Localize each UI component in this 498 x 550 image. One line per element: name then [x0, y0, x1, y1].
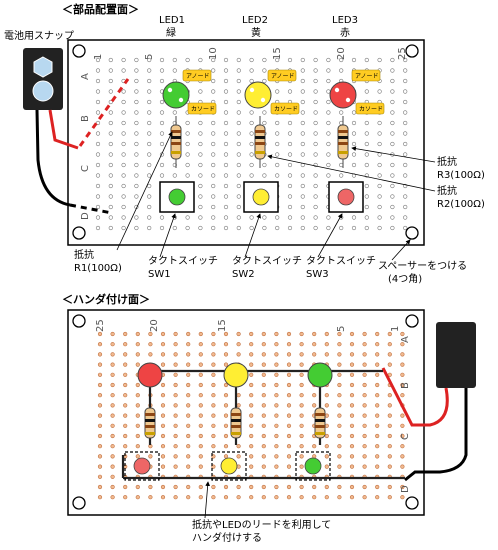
- r1-label: 抵抗: [74, 250, 94, 261]
- solder-side-board: [67, 309, 425, 516]
- top-row-b: B: [80, 115, 91, 122]
- top-col-15: 15: [272, 47, 283, 60]
- led3-top: [329, 81, 357, 109]
- r2-label: 抵抗: [437, 186, 457, 197]
- sw2-label: タクトスイッチ: [232, 256, 302, 267]
- battery-snap-bottom: [436, 322, 476, 388]
- switch-sw1-bottom: [295, 451, 331, 481]
- sw2-name: SW2: [232, 269, 255, 280]
- resistor-r2-bottom: [230, 407, 242, 439]
- top-col-20: 20: [336, 47, 347, 60]
- sw1-label: タクトスイッチ: [148, 256, 218, 267]
- spacer-hole-tr: [405, 44, 419, 58]
- top-col-5: 5: [144, 54, 155, 60]
- switch-sw3-bottom: [124, 451, 160, 481]
- led2-bottom: [223, 362, 249, 388]
- r3-label: 抵抗: [437, 157, 457, 168]
- spacer-hole-br: [405, 226, 419, 240]
- led3-cathode-tag: カソード: [359, 106, 383, 113]
- sw3-name: SW3: [306, 269, 329, 280]
- resistor-r3-top: [337, 116, 349, 168]
- top-row-a: A: [80, 73, 91, 80]
- sw1-name: SW1: [148, 269, 171, 280]
- led3-color: 赤: [340, 28, 350, 39]
- bot-row-b: B: [400, 382, 411, 389]
- solder-note-line1: 抵抗やLEDのリードを利用して: [192, 520, 332, 531]
- led2-name: LED2: [242, 15, 268, 26]
- led3-name: LED3: [332, 15, 358, 26]
- led1-top: [162, 81, 190, 109]
- led1-anode-tag: アノード: [186, 73, 209, 80]
- spacer-hole-bl: [72, 226, 86, 240]
- bot-row-c: C: [400, 433, 411, 440]
- led2-top: [244, 81, 272, 109]
- led1-color: 緑: [166, 28, 176, 39]
- top-row-d: D: [80, 212, 91, 220]
- led3-bottom: [137, 362, 163, 388]
- switch-sw1-top: [159, 181, 195, 213]
- resistor-r1-bottom: [314, 407, 326, 439]
- solder-note-line2: ハンダ付けする: [192, 533, 262, 544]
- resistor-r1-top: [170, 116, 182, 168]
- led1-name: LED1: [159, 15, 185, 26]
- spacer-note-line2: (4つ角): [388, 274, 423, 285]
- led2-anode-tag: アノード: [271, 73, 294, 80]
- led2-cathode-tag: カソード: [274, 106, 298, 113]
- parts-side-heading: ＜部品配置面＞: [62, 3, 139, 16]
- spacer-hole-tl: [72, 44, 86, 58]
- r2-value: R2(100Ω): [437, 199, 485, 210]
- bot-row-a: A: [400, 336, 411, 343]
- top-col-10: 10: [208, 47, 219, 60]
- top-col-25: 25: [397, 47, 408, 60]
- switch-sw2-top: [243, 181, 279, 213]
- sw3-label: タクトスイッチ: [306, 256, 376, 267]
- led1-bottom: [307, 362, 333, 388]
- bot-col-1: 1: [390, 326, 401, 332]
- resistor-r3-bottom: [144, 407, 156, 439]
- solder-side-heading: ＜ハンダ付け面＞: [62, 293, 150, 306]
- bot-col-15: 15: [217, 319, 228, 332]
- r3-value: R3(100Ω): [437, 170, 485, 181]
- r1-value: R1(100Ω): [74, 263, 122, 274]
- bot-col-5: 5: [336, 326, 347, 332]
- bot-row-d: D: [400, 485, 411, 493]
- led1-cathode-tag: カソード: [191, 106, 215, 113]
- bot-col-20: 20: [149, 319, 160, 332]
- switch-sw3-top: [328, 181, 364, 213]
- resistor-r2-top: [254, 116, 266, 168]
- switch-sw2-bottom: [211, 451, 247, 481]
- spacer-note-line1: スペーサーをつける: [378, 261, 468, 272]
- led2-color: 黄: [251, 28, 261, 39]
- top-row-c: C: [80, 165, 91, 172]
- bot-col-25: 25: [95, 319, 106, 332]
- top-col-1: 1: [93, 54, 104, 60]
- battery-snap-top: [23, 48, 63, 110]
- battery-snap-label: 電池用スナップ: [4, 31, 74, 42]
- bottom-board-holes: [97, 331, 405, 500]
- led3-anode-tag: アノード: [355, 73, 378, 80]
